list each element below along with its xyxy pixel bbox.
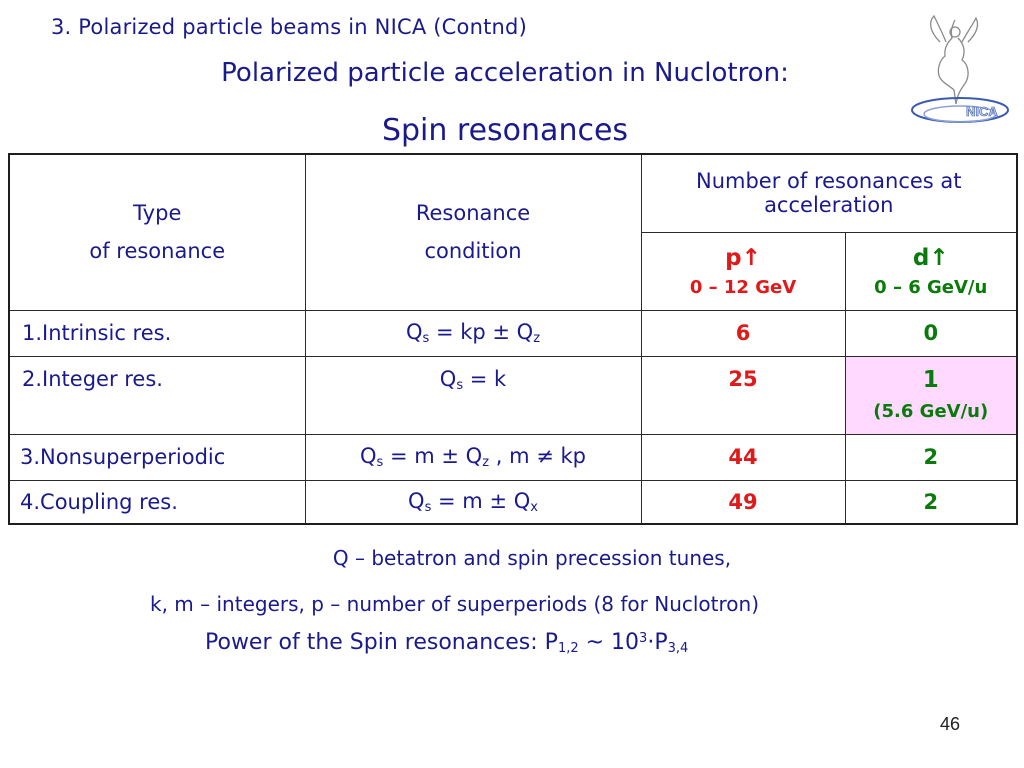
deuteron-count-note: (5.6 GeV/u) — [873, 400, 989, 422]
deuteron-label: d — [912, 244, 930, 271]
header-number: Number of resonances at acceleration — [640, 153, 1018, 233]
main-title: Polarized particle acceleration in Nuclo… — [221, 58, 789, 88]
table-row: 2.Integer res. Qs = k 25 1 (5.6 GeV/u) — [8, 355, 1018, 435]
sub-title: Spin resonances — [381, 113, 629, 148]
row-proton-count: 49 — [640, 479, 846, 525]
top-title: 3. Polarized particle beams in NICA (Con… — [51, 15, 527, 39]
legend-integers: k, m – integers, p – number of superperi… — [150, 592, 760, 616]
row-type: 2.Integer res. — [8, 355, 306, 435]
page-number: 46 — [940, 714, 961, 734]
header-proton: p↑ 0 – 12 GeV — [640, 231, 846, 311]
header-number-label: Number of resonances at acceleration — [696, 169, 962, 218]
table-row: 1.Intrinsic res. Qs = kp ± Qz 6 0 — [8, 309, 1018, 357]
row-condition: Qs = m ± Qz , m ≠ kp — [304, 433, 642, 481]
legend-tunes: Q – betatron and spin precession tunes, — [332, 546, 732, 570]
nica-logo-icon: NICA — [900, 12, 1010, 142]
table-row: 4.Coupling res. Qs = m ± Qx 49 2 — [8, 479, 1018, 525]
row-deuteron-count: 2 — [844, 479, 1018, 525]
row-proton-count: 25 — [640, 355, 846, 435]
header-cond-line1: Resonance — [415, 201, 531, 226]
deuteron-range: 0 – 6 GeV/u — [874, 276, 988, 298]
svg-text:NICA: NICA — [966, 104, 998, 119]
row-condition: Qs = kp ± Qz — [304, 309, 642, 357]
header-condition: Resonance condition — [304, 153, 642, 311]
row-deuteron-count: 1 (5.6 GeV/u) — [844, 355, 1018, 435]
row-condition: Qs = m ± Qx — [304, 479, 642, 525]
row-deuteron-count: 0 — [844, 309, 1018, 357]
header-deuteron: d↑ 0 – 6 GeV/u — [844, 231, 1018, 311]
header-type-line1: Type — [133, 201, 182, 226]
row-type: 3.Nonsuperperiodic — [8, 433, 306, 481]
header-type: Type of resonance — [8, 153, 306, 311]
table-row: 3.Nonsuperperiodic Qs = m ± Qz , m ≠ kp … — [8, 433, 1018, 481]
deuteron-count-value: 1 — [922, 366, 939, 393]
header-type-line2: of resonance — [89, 239, 226, 264]
header-cond-line2: condition — [424, 239, 522, 264]
legend-power: Power of the Spin resonances: P1,2 ~ 103… — [205, 630, 689, 656]
proton-label: p — [725, 244, 742, 271]
row-proton-count: 6 — [640, 309, 846, 357]
row-condition: Qs = k — [304, 355, 642, 435]
up-arrow-icon: ↑ — [929, 244, 949, 271]
row-deuteron-count: 2 — [844, 433, 1018, 481]
row-proton-count: 44 — [640, 433, 846, 481]
proton-range: 0 – 12 GeV — [689, 276, 797, 298]
resonance-table: Type of resonance Resonance condition Nu… — [8, 153, 1019, 525]
row-type: 1.Intrinsic res. — [8, 309, 306, 357]
row-type: 4.Coupling res. — [8, 479, 306, 525]
up-arrow-icon: ↑ — [741, 244, 761, 271]
